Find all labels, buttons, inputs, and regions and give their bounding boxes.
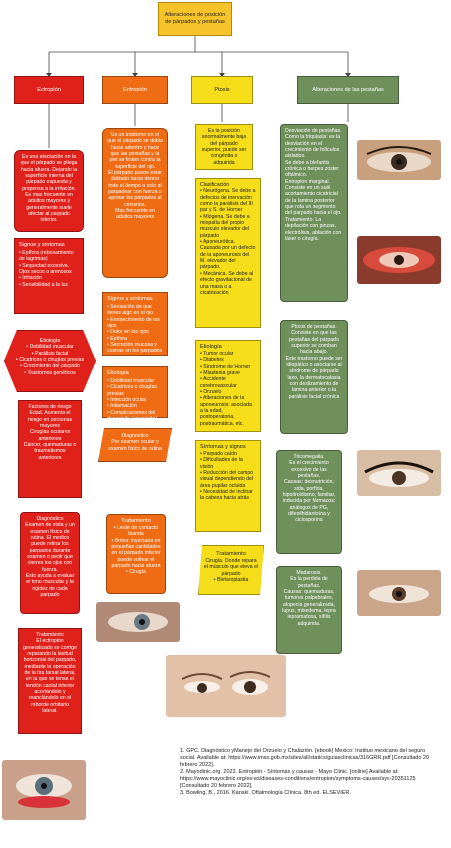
lashes-madarosis: Madarosis. Es la perdida de pestañas. Ca… bbox=[276, 566, 342, 654]
entropion-treatment-title: Tratamiento bbox=[121, 518, 151, 524]
list-item: Debilidad muscular bbox=[9, 344, 91, 350]
lashes-trichomegaly: Tricomegalia. Es el crecimiento excesivo… bbox=[276, 450, 342, 554]
list-item: Cicatrices o cirugías previas bbox=[107, 384, 163, 397]
diagram-title: Alteraciones de posición de párpados y p… bbox=[158, 2, 232, 36]
list-item: Cirugía. Donde repara el músculo que ele… bbox=[203, 557, 259, 577]
list-item: Parálisis facial bbox=[9, 351, 91, 357]
ectropion-diagnosis: Diagnóstico Examen de vista y un examen … bbox=[20, 512, 80, 614]
entropion-definition: Es un trastorno en el que el párpado se … bbox=[102, 128, 168, 278]
eye-photo-trichomegaly bbox=[357, 450, 441, 496]
list-item: Irritación bbox=[19, 275, 79, 281]
list-item: Epífora bbox=[107, 336, 163, 342]
ptosis-etiology-title: Etiología bbox=[200, 344, 222, 350]
list-item: Secreción mucosa y costras en los parpad… bbox=[107, 342, 163, 355]
list-item: Reducción del campo visual dependiendo d… bbox=[200, 470, 256, 489]
eye-photo-madarosis bbox=[357, 570, 441, 616]
ptosis-definition: Es la posición anormalmente baja del pár… bbox=[195, 124, 253, 170]
heading-ectropion: Ectropión bbox=[14, 76, 84, 104]
reference-item: 1. GPC. Diagnóstico yManejo del Orzuelo … bbox=[180, 748, 430, 769]
ectropion-treatment: Tratamiento El ectropión generalizado se… bbox=[18, 628, 82, 734]
ectropion-etiology-title: Etiología bbox=[39, 338, 61, 344]
ectropion-symptoms-title: Signos y síntomas bbox=[19, 242, 65, 248]
eye-photo-ectropion bbox=[2, 760, 86, 820]
entropion-symptoms-title: Signos y síntomas bbox=[107, 296, 153, 302]
entropion-symptoms: Signos y síntomas Sensación de que tiene… bbox=[102, 292, 168, 356]
ptosis-symptoms-title: Síntomas y signos bbox=[200, 444, 246, 450]
ptosis-symptoms: Síntomas y signos Parpado caído Dificult… bbox=[195, 440, 261, 532]
list-item-text: Blefaroplastia bbox=[216, 576, 249, 583]
entropion-treatment: Tratamiento Lente de contacto blanda Bot… bbox=[106, 514, 166, 594]
list-item: Miastenia grave bbox=[200, 370, 256, 376]
list-item: Crecimiento del párpado bbox=[9, 363, 91, 369]
list-item: Dificultades de la visión bbox=[200, 457, 256, 470]
entropion-etiology-title: Etiología bbox=[107, 370, 129, 376]
ptosis-treatment: Tratamiento Cirugía. Donde repara el mús… bbox=[198, 545, 264, 595]
ptosis-treatment-title: Tratamiento bbox=[216, 551, 246, 557]
list-item: Necesidad de inclinar la cabeza hacia at… bbox=[200, 489, 256, 502]
list-item: Debilidad muscular bbox=[107, 378, 163, 384]
list-item: Enrojecimiento de los ojos bbox=[107, 317, 163, 330]
list-item: Inflamación bbox=[107, 403, 163, 409]
list-item: Trastornos genéticos bbox=[9, 370, 91, 376]
eye-photo-trichiasis bbox=[357, 140, 441, 180]
list-item: Sequedad excesiva. Ojos secos o arenosos bbox=[19, 263, 79, 276]
face-photo-ptosis bbox=[166, 655, 286, 717]
list-item: Tumor ocular bbox=[200, 351, 256, 357]
ptosis-etiology: Etiología Tumor ocular Diabetes Síndrome… bbox=[195, 340, 261, 432]
list-item: Sensación de que tienes algo en el ojo bbox=[107, 304, 163, 317]
ectropion-definition: Es una afectación en la que el párpado s… bbox=[14, 150, 84, 232]
list-item: Infección ocular bbox=[107, 397, 163, 403]
ptosis-classification: Clasificación • Neurógena. Se debe a def… bbox=[195, 178, 261, 328]
list-item: Cirugía bbox=[111, 569, 161, 575]
heading-entropion: Entropión bbox=[102, 76, 168, 104]
reference-item: 3. Bowling, B., 2016. Kanski. Oftalmolog… bbox=[180, 790, 351, 797]
lashes-ptosis: Ptosis de pestañas. Consiste en que las … bbox=[280, 320, 348, 434]
list-item: Dolor en los ojos bbox=[107, 329, 163, 335]
list-item: Lente de contacto blanda bbox=[111, 525, 161, 538]
heading-lashes: Alteraciones de las pestañas bbox=[297, 76, 399, 104]
list-item: Epífora (rebosamiento de lagrimas) bbox=[19, 250, 79, 263]
list-item: Complicaciones del desarrollo (congénito… bbox=[107, 410, 163, 423]
list-item: Orzuelo bbox=[200, 389, 256, 395]
ectropion-etiology: Etiología Debilidad muscular Parálisis f… bbox=[4, 330, 96, 392]
ectropion-symptoms: Signos y síntomas Epífora (rebosamiento … bbox=[14, 238, 84, 314]
entropion-diagnosis: Diagnostico Por examen ocular y examen f… bbox=[98, 428, 172, 462]
list-item: Diabetes bbox=[200, 357, 256, 363]
list-item: Botox: inyectada en pequeñas cantidades … bbox=[111, 538, 161, 570]
list-item: Alteraciones de la aponeurosis: asociada… bbox=[200, 395, 256, 427]
list-item: Síndrome de Horner bbox=[200, 364, 256, 370]
ectropion-risk-factors: Factores de riesgo Edad. Aumenta el ries… bbox=[18, 400, 82, 498]
reference-item: 2. Mayodinic.org. 2022. Entropión - Sínt… bbox=[180, 769, 416, 790]
eye-photo-entropion bbox=[96, 602, 180, 642]
references: 1. GPC. Diagnóstico yManejo del Orzuelo … bbox=[180, 748, 442, 797]
eye-photo-entropion-marginal bbox=[357, 236, 441, 284]
list-item: Parpado caído bbox=[200, 451, 256, 457]
list-item: Cicatrices o cirugías previas bbox=[9, 357, 91, 363]
list-item: Sensibilidad a la luz bbox=[19, 282, 79, 288]
lashes-trichiasis: Desviación de pestañas. Como la triquias… bbox=[280, 124, 348, 302]
heading-ptosis: Ptosis bbox=[191, 76, 253, 104]
entropion-etiology: Etiología Debilidad muscular Cicatrices … bbox=[102, 366, 168, 422]
list-item: • Blefaroplastia bbox=[213, 576, 249, 583]
list-item: Accidente cerebrovascular bbox=[200, 376, 256, 389]
